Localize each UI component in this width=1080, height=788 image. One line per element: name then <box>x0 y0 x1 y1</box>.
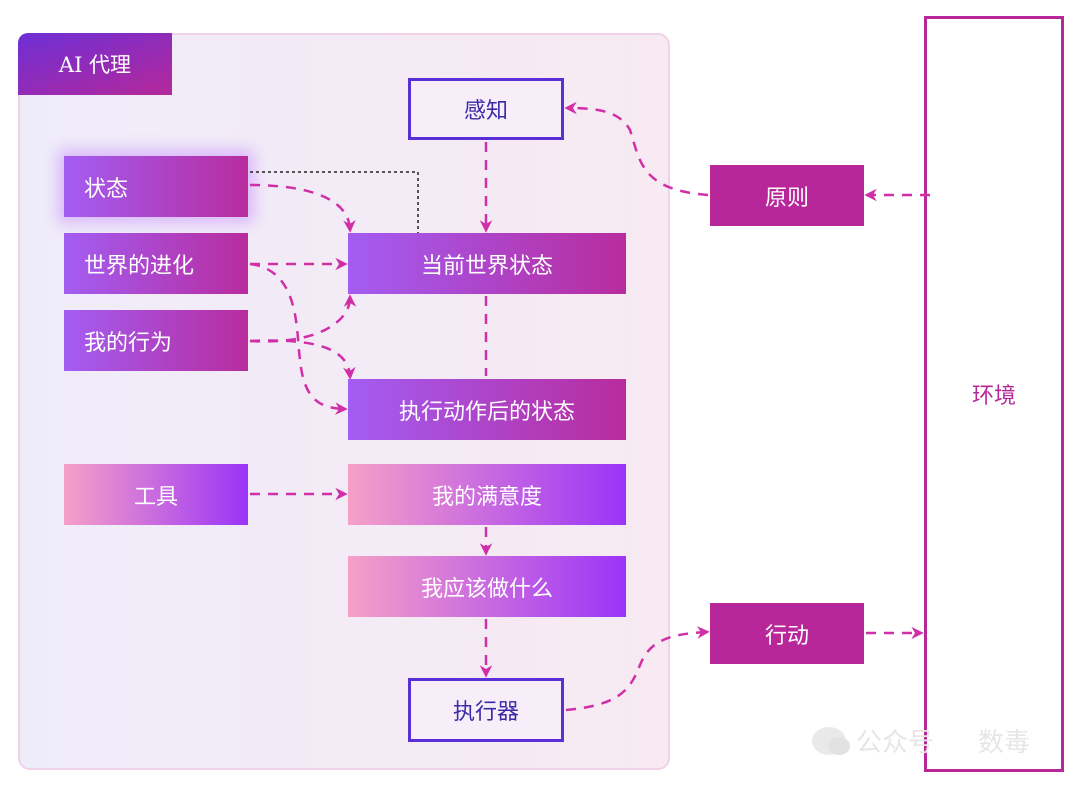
arrow-principles-to-perception <box>564 101 709 197</box>
arrow-actions-to-current <box>249 294 357 343</box>
watermark: 公众号 数毒 <box>812 722 1030 759</box>
tools-node: 工具 <box>64 464 248 525</box>
watermark-right: 数毒 <box>978 728 1031 758</box>
arrow-actions-to-after <box>249 339 356 380</box>
perception-node: 感知 <box>408 78 564 140</box>
my-actions-node: 我的行为 <box>64 310 248 371</box>
dotted-state-to-current <box>250 171 419 233</box>
what-to-do-node: 我应该做什么 <box>348 556 626 617</box>
watermark-left: 公众号 <box>856 728 935 758</box>
principles-node: 原则 <box>710 165 864 226</box>
action-node: 行动 <box>710 603 864 664</box>
arrow-state-to-current <box>249 183 356 233</box>
ai-agent-title: AI 代理 <box>18 33 172 95</box>
arrow-evolution-to-after <box>249 262 348 415</box>
world-evolution-node: 世界的进化 <box>64 233 248 294</box>
state-node: 状态 <box>64 156 248 217</box>
environment-node: 环境 <box>924 16 1064 772</box>
current-world-state-node: 当前世界状态 <box>348 233 626 294</box>
satisfaction-node: 我的满意度 <box>348 464 626 525</box>
state-after-action-node: 执行动作后的状态 <box>348 379 626 440</box>
executor-node: 执行器 <box>408 678 564 742</box>
arrow-executor-to-action <box>565 626 710 712</box>
wechat-icon <box>812 726 850 755</box>
environment-label: 环境 <box>971 384 1016 409</box>
